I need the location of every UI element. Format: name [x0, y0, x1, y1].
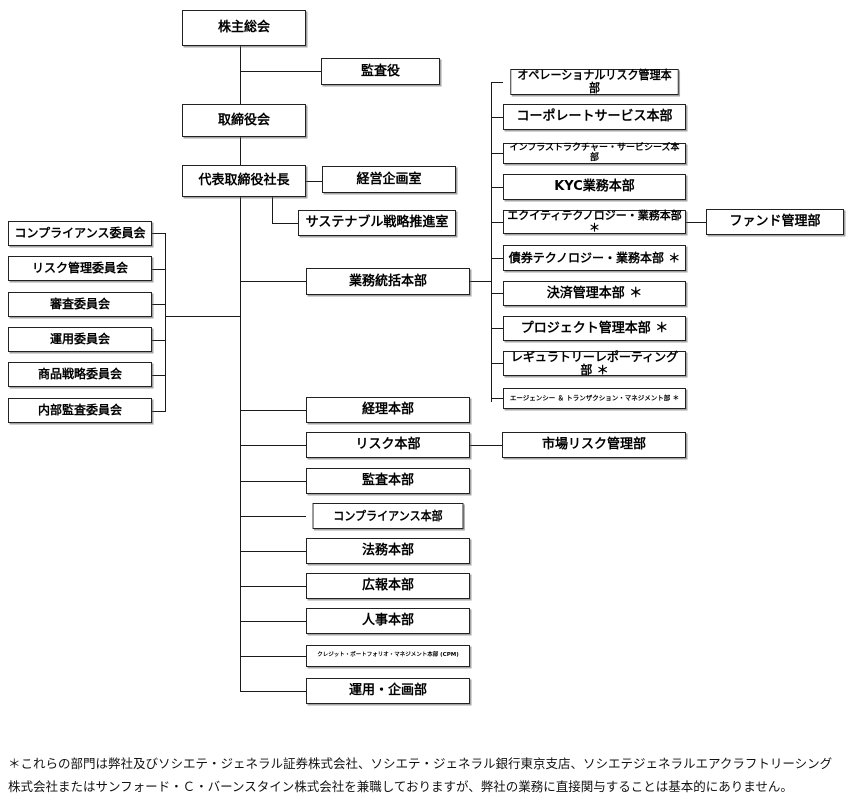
connector-cpm [240, 656, 306, 657]
connector-unit-2 [491, 117, 503, 118]
committee-examination[interactable]: 審査委員会 [8, 292, 152, 317]
node-compliance-div[interactable]: コンプライアンス本部 [312, 503, 464, 529]
connector-committee-6 [152, 411, 166, 412]
unit-infrastructure-services[interactable]: インフラストラクチャー・サービシーズ本部 [503, 143, 686, 164]
connector-unit-9 [491, 363, 503, 364]
committee-compliance[interactable]: コンプライアンス委員会 [8, 221, 152, 246]
connector-sustainable-v [272, 196, 273, 223]
connector-audit [240, 481, 306, 482]
node-fund-management-dept[interactable]: ファンド管理部 [706, 209, 844, 235]
connector-legal [240, 551, 306, 552]
connector-unit-4 [491, 187, 503, 188]
connector-committee-2 [152, 269, 166, 270]
connector-bm-to-bus [470, 281, 492, 282]
node-risk-div[interactable]: リスク本部 [306, 432, 470, 458]
connector-hr [240, 621, 306, 622]
connector-operation-planning [240, 691, 306, 692]
connector-unit-10 [491, 398, 503, 399]
node-accounting-div[interactable]: 経理本部 [306, 397, 470, 423]
connector-committee-5 [152, 375, 166, 376]
connector-committee-3 [152, 304, 166, 305]
connector-sustainable-h [272, 223, 298, 224]
node-auditor[interactable]: 監査役 [321, 58, 440, 85]
connector-compliance [240, 516, 306, 517]
connector-unit-8 [491, 328, 503, 329]
unit-project-management[interactable]: プロジェクト管理本部 ＊ [503, 316, 686, 341]
node-market-risk-dept[interactable]: 市場リスク管理部 [502, 432, 686, 458]
node-shareholders-meeting[interactable]: 株主総会 [182, 10, 306, 46]
connector-unit-3 [491, 153, 503, 154]
connector-unit-7 [491, 293, 503, 294]
committee-investment[interactable]: 運用委員会 [8, 327, 152, 352]
committee-product-strategy[interactable]: 商品戦略委員会 [8, 362, 152, 387]
connector-right-bus [491, 82, 492, 402]
node-business-management-div[interactable]: 業務統括本部 [306, 268, 470, 295]
connector-fund-management [686, 222, 706, 223]
node-management-planning-office[interactable]: 経営企画室 [322, 166, 456, 193]
node-pr-div[interactable]: 広報本部 [306, 573, 470, 599]
footnote-text: ＊これらの部門は弊社及びソシエテ・ジェネラル証券株式会社、ソシエテ・ジェネラル銀… [8, 756, 833, 795]
unit-kyc-operations[interactable]: KYC業務本部 [503, 174, 686, 200]
connector-management-planning [305, 181, 322, 182]
connector-committee-bus [165, 233, 166, 411]
connector-unit-5 [491, 222, 503, 223]
node-audit-div[interactable]: 監査本部 [306, 468, 470, 494]
node-president[interactable]: 代表取締役社長 [182, 165, 306, 197]
node-operation-planning-dept[interactable]: 運用・企画部 [306, 678, 470, 704]
unit-equity-technology-operations[interactable]: エクイティテクノロジー・業務本部 ＊ [503, 210, 686, 234]
connector-pr [240, 586, 306, 587]
committee-internal-audit[interactable]: 内部監査委員会 [8, 398, 152, 423]
unit-operational-risk-management[interactable]: オペレーショナルリスク管理本部 [510, 69, 679, 95]
connector-unit-1 [491, 82, 503, 83]
connector-auditor [240, 71, 321, 72]
connector-committee-to-trunk [165, 316, 241, 317]
unit-regulatory-reporting[interactable]: レギュラトリーレポーティング部 ＊ [503, 351, 686, 376]
unit-agency-transaction-management[interactable]: エージェンシー ＆ トランザクション・マネジメント部 ＊ [503, 388, 686, 409]
unit-corporate-service[interactable]: コーポレートサービス本部 [503, 104, 686, 130]
connector-committee-4 [152, 340, 166, 341]
connector-unit-6 [491, 258, 503, 259]
node-legal-div[interactable]: 法務本部 [306, 538, 470, 564]
unit-fixed-income-technology-operations[interactable]: 債券テクノロジー・業務本部 ＊ [503, 245, 686, 271]
connector-committee-1 [152, 233, 166, 234]
unit-settlement-management[interactable]: 決済管理本部 ＊ [503, 281, 686, 306]
node-cpm-div[interactable]: クレジット・ポートフォリオ・マネジメント本部 (CPM) [306, 645, 470, 667]
node-hr-div[interactable]: 人事本部 [306, 608, 470, 634]
connector-risk [240, 445, 306, 446]
node-board-of-directors[interactable]: 取締役会 [182, 104, 306, 137]
connector-market-risk [470, 445, 502, 446]
connector-accounting [240, 410, 306, 411]
committee-risk-management[interactable]: リスク管理委員会 [8, 256, 152, 281]
node-sustainable-strategy-office[interactable]: サステナブル戦略推進室 [298, 210, 456, 236]
connector-business-management [240, 281, 306, 282]
connector-trunk-main [240, 45, 241, 691]
